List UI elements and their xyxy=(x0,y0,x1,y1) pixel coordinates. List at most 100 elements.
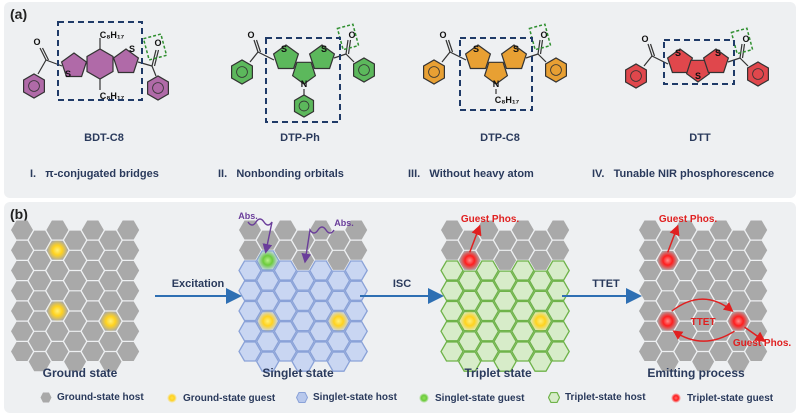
core-highlight-box xyxy=(459,37,533,111)
host-hexagon xyxy=(528,331,553,352)
host-hexagon xyxy=(46,220,69,240)
molecule-name-bdt-c8: BDT-C8 xyxy=(84,132,124,144)
host-hexagon xyxy=(709,261,732,280)
host-hexagon xyxy=(745,281,768,301)
host-hexagon xyxy=(64,271,87,291)
sulfur-label: S xyxy=(715,48,721,58)
host-hexagon xyxy=(81,342,104,361)
guest-glow xyxy=(46,300,68,322)
host-hexagon xyxy=(309,280,333,301)
host-hexagon xyxy=(291,331,315,352)
host-hexagon xyxy=(345,220,368,240)
host-hexagon xyxy=(547,220,570,240)
host-hexagon xyxy=(639,240,661,260)
feature-2-text: Nonbonding orbitals xyxy=(236,168,344,180)
legend-singlet-guest: Singlet-state guest xyxy=(418,392,524,404)
guest-glow xyxy=(728,310,749,332)
host-hexagon xyxy=(309,240,332,260)
panel-a-label: (a) xyxy=(10,6,28,22)
host-hexagon xyxy=(440,280,464,301)
panel-b-label: (b) xyxy=(10,206,28,222)
host-hexagon xyxy=(493,290,517,312)
host-hexagon xyxy=(709,220,732,240)
host-hexagon xyxy=(273,341,298,362)
host-hexagon xyxy=(745,301,768,321)
host-hexagon xyxy=(546,321,570,342)
oxygen-label: O xyxy=(247,30,254,40)
guest-glow xyxy=(657,249,679,271)
alkyl-label: C₈H₁₇ xyxy=(100,30,125,40)
oxygen-label: O xyxy=(439,30,446,40)
host-hexagon xyxy=(709,240,732,260)
host-hexagon xyxy=(476,220,499,240)
ttet-transfer-arrow xyxy=(671,298,734,313)
host-hexagon xyxy=(274,220,297,240)
host-hexagon xyxy=(273,300,298,322)
host-hexagon xyxy=(475,341,500,362)
feature-4-text: Tunable NIR phosphorescence xyxy=(613,168,775,180)
host-hexagon xyxy=(64,230,87,250)
host-hexagon xyxy=(745,261,768,280)
host-hexagon xyxy=(239,220,261,240)
host-hexagon xyxy=(727,331,750,351)
host-hexagon xyxy=(727,271,750,291)
host-hexagon xyxy=(81,321,104,341)
host-hexagon xyxy=(344,341,368,362)
phenyl-ring xyxy=(624,63,648,89)
host-hexagon xyxy=(674,240,697,260)
nitrogen-label: N xyxy=(301,79,308,89)
core-highlight-box xyxy=(57,21,143,101)
guest-glow xyxy=(100,310,121,332)
host-hexagon xyxy=(255,270,280,291)
host-hexagon xyxy=(238,280,262,301)
host-hexagon xyxy=(99,331,122,351)
core-highlight-box xyxy=(663,39,735,85)
host-hexagon xyxy=(511,280,535,301)
guest-phos-label-bottom: Guest Phos. xyxy=(733,338,792,349)
host-hexagon xyxy=(292,230,315,250)
sulfur-label: S xyxy=(675,48,681,58)
host-hexagon xyxy=(745,220,768,240)
host-hexagon xyxy=(99,230,122,250)
feature-3: III. Without heavy atom xyxy=(408,168,534,180)
host-hexagon xyxy=(440,300,464,322)
host-hexagon xyxy=(46,261,69,280)
host-hexagon xyxy=(81,301,104,321)
host-hexagon xyxy=(274,240,297,260)
core-highlight-box xyxy=(265,37,341,123)
abs-label-right: Abs. xyxy=(334,218,354,228)
host-hexagon xyxy=(255,331,280,352)
legend-triplet-guest-label: Triplet-state guest xyxy=(687,392,774,404)
nitrogen-label: N xyxy=(493,79,500,89)
host-hexagon xyxy=(440,341,464,362)
host-hexagon xyxy=(674,261,697,280)
host-hexagon xyxy=(475,280,500,301)
host-hexagon xyxy=(529,230,552,250)
host-hexagon xyxy=(46,321,69,341)
legend-ground-host-label: Ground-state host xyxy=(57,392,144,403)
phenyl-ring xyxy=(293,94,315,118)
grid-singlet-state xyxy=(238,220,368,372)
host-hexagon xyxy=(291,290,315,312)
alkyl-label: C₈H₁₇ xyxy=(100,91,125,101)
grid-ground-state xyxy=(11,220,140,372)
host-hexagon xyxy=(291,270,315,291)
host-hexagon xyxy=(528,290,553,312)
legend-singlet-guest-label: Singlet-state guest xyxy=(435,392,525,404)
guest-phos-label-top: Guest Phos. xyxy=(659,214,718,225)
host-hexagon xyxy=(727,291,750,311)
legend-triplet-host: Triplet-state host xyxy=(548,392,646,403)
host-hexagon xyxy=(546,300,570,322)
host-hexagon xyxy=(511,341,535,362)
host-hexagon xyxy=(457,270,482,291)
host-hexagon xyxy=(11,261,33,280)
host-hexagon xyxy=(117,301,140,321)
stage-emitting: Emitting process xyxy=(647,366,745,380)
molecule-name-dtp-c8: DTP-C8 xyxy=(480,132,520,144)
sulfur-label: S xyxy=(65,69,71,79)
host-hexagon xyxy=(11,342,33,361)
phosphorescence-arrow xyxy=(744,326,766,342)
phenyl-ring xyxy=(23,73,46,99)
